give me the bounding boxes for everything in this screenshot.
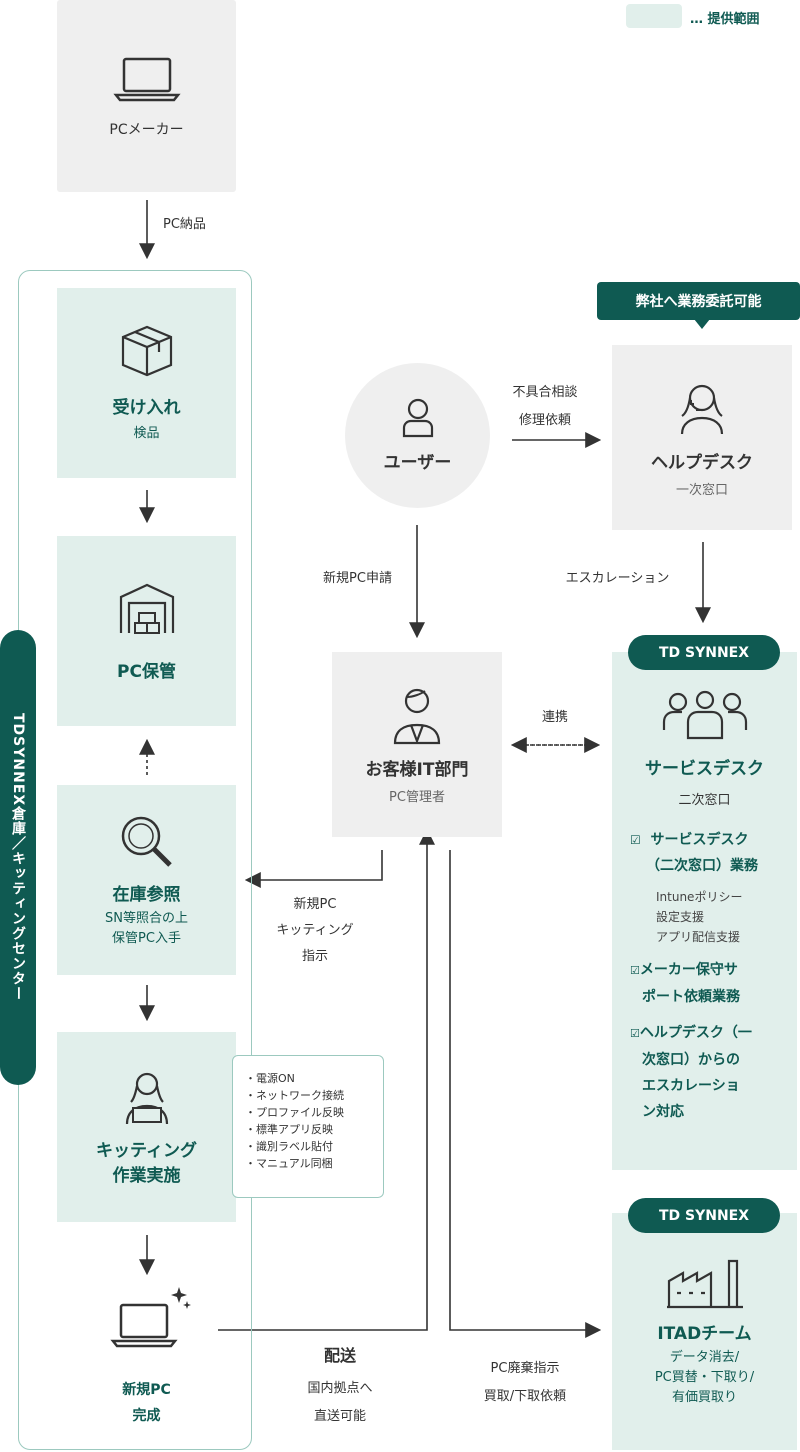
service-item-2: ☑メーカー保守サ xyxy=(630,962,738,978)
inventory-title: 在庫参照 xyxy=(112,884,181,905)
receive-sub: 検品 xyxy=(133,425,160,441)
inventory-sub2: 保管PC入手 xyxy=(112,930,181,946)
kitting-task: ・電源ON xyxy=(245,1072,295,1085)
disposal-line1: PC廃棄指示 xyxy=(490,1361,560,1376)
service-item-3-line: 次窓口）からの xyxy=(642,1052,740,1068)
delivery-line1: 国内拠点へ xyxy=(307,1381,373,1396)
badge-tail xyxy=(694,319,710,329)
checkbox-icon: ☑ xyxy=(630,1027,640,1040)
worker-laptop-icon xyxy=(117,1068,177,1128)
outsource-badge: 弊社へ業務委託可能 xyxy=(597,282,800,320)
kitting-box: キッティング 作業実施 xyxy=(57,1032,236,1222)
legend-label: … 提供範囲 xyxy=(690,12,760,27)
itad-line: データ消去/ xyxy=(669,1350,740,1365)
service-item-3: ☑ヘルプデスク（一 xyxy=(630,1025,752,1041)
it-dept-sub: PC管理者 xyxy=(389,789,445,805)
receive-box: 受け入れ 検品 xyxy=(57,288,236,478)
kitting-task: ・標準アプリ反映 xyxy=(245,1123,333,1136)
box-icon xyxy=(117,323,177,379)
helpdesk-title: ヘルプデスク xyxy=(651,452,753,473)
kitting-task: ・プロファイル反映 xyxy=(245,1106,344,1119)
pc-delivery-label: PC納品 xyxy=(163,217,206,232)
detail-line: 設定支援 xyxy=(656,910,705,924)
service-desk-badge: TD SYNNEX xyxy=(628,635,780,670)
storage-box: PC保管 xyxy=(57,536,236,726)
service-desk-sub: 二次窓口 xyxy=(678,793,731,808)
kitting-title2: 作業実施 xyxy=(112,1166,181,1186)
businessman-icon xyxy=(389,685,445,745)
storage-title: PC保管 xyxy=(117,661,176,682)
kitting-instruction-line2: キッティング xyxy=(276,923,354,938)
kitting-task: ・マニュアル同梱 xyxy=(245,1157,333,1170)
warehouse-icon xyxy=(117,581,177,637)
itad-badge: TD SYNNEX xyxy=(628,1198,780,1233)
checkbox-icon: ☑ xyxy=(630,964,640,977)
delivery-title: 配送 xyxy=(323,1346,356,1365)
disposal-line2: 買取/下取依頼 xyxy=(483,1389,567,1404)
laptop-icon xyxy=(112,53,182,103)
kitting-task: ・識別ラベル貼付 xyxy=(245,1140,333,1153)
service-item-3-line: ン対応 xyxy=(642,1104,684,1120)
legend-swatch xyxy=(626,4,682,28)
kitting-instruction-line3: 指示 xyxy=(301,949,328,964)
detail-line: Intuneポリシー xyxy=(656,890,743,904)
service-item-1-line2: （二次窓口）業務 xyxy=(646,858,758,874)
helpdesk-sub: 一次窓口 xyxy=(675,482,728,498)
it-dept-title: お客様IT部門 xyxy=(365,759,469,780)
helpdesk-box: ヘルプデスク 一次窓口 xyxy=(612,345,792,530)
kitting-task: ・ネットワーク接続 xyxy=(245,1089,344,1102)
kitting-instruction-line1: 新規PC xyxy=(293,897,337,912)
pc-maker-label: PCメーカー xyxy=(109,122,184,138)
new-pc-line1: 新規PC xyxy=(122,1382,171,1398)
service-item-1-details: Intuneポリシー 設定支援 アプリ配信支援 xyxy=(630,887,797,947)
factory-icon xyxy=(665,1257,745,1309)
itad-line: 有価買取り xyxy=(671,1390,737,1405)
service-item-1: ☑ サービスデスク xyxy=(630,832,749,848)
user-helpdesk-label1: 不具合相談 xyxy=(512,385,578,400)
user-helpdesk-label2: 修理依頼 xyxy=(518,413,571,428)
collab-label: 連携 xyxy=(541,710,568,725)
inventory-sub1: SN等照合の上 xyxy=(105,910,188,926)
delivery-line2: 直送可能 xyxy=(313,1409,366,1424)
magnifier-icon xyxy=(117,812,177,870)
detail-line: アプリ配信支援 xyxy=(656,930,741,944)
itad-box: ITADチーム データ消去/ PC買替・下取り/ 有価買取り xyxy=(612,1213,797,1450)
new-laptop-sparkle-icon xyxy=(97,1285,197,1349)
service-desk-title: サービスデスク xyxy=(645,759,764,779)
checkbox-icon: ☑ xyxy=(630,833,641,847)
escalation-label: エスカレーション xyxy=(565,571,670,586)
service-item-3-line: エスカレーショ xyxy=(642,1078,740,1094)
new-pc-request-label: 新規PC申請 xyxy=(323,571,392,586)
headset-operator-icon xyxy=(672,378,732,436)
team-icon xyxy=(660,690,750,740)
it-dept-box: お客様IT部門 PC管理者 xyxy=(332,652,502,837)
itad-line: PC買替・下取り/ xyxy=(654,1370,755,1385)
itad-title: ITADチーム xyxy=(657,1324,752,1344)
service-item-2-line2: ポート依頼業務 xyxy=(642,989,740,1005)
inventory-box: 在庫参照 SN等照合の上 保管PC入手 xyxy=(57,785,236,975)
kitting-title1: キッティング xyxy=(96,1141,197,1161)
new-pc-complete: 新規PC 完成 xyxy=(57,1285,236,1435)
user-circle: ユーザー xyxy=(345,363,490,508)
user-icon xyxy=(401,398,435,438)
user-label: ユーザー xyxy=(383,453,452,473)
service-desk-box: サービスデスク 二次窓口 ☑ サービスデスク （二次窓口）業務 Intuneポリ… xyxy=(612,652,797,1170)
receive-title: 受け入れ xyxy=(112,397,181,418)
warehouse-vertical-label: TDSYNNEX倉庫／キッティングセンター xyxy=(0,630,36,1085)
kitting-tasks-callout: ・電源ON ・ネットワーク接続 ・プロファイル反映 ・標準アプリ反映 ・識別ラベ… xyxy=(232,1055,384,1198)
new-pc-line2: 完成 xyxy=(132,1408,161,1424)
pc-maker-box: PCメーカー xyxy=(57,0,236,192)
